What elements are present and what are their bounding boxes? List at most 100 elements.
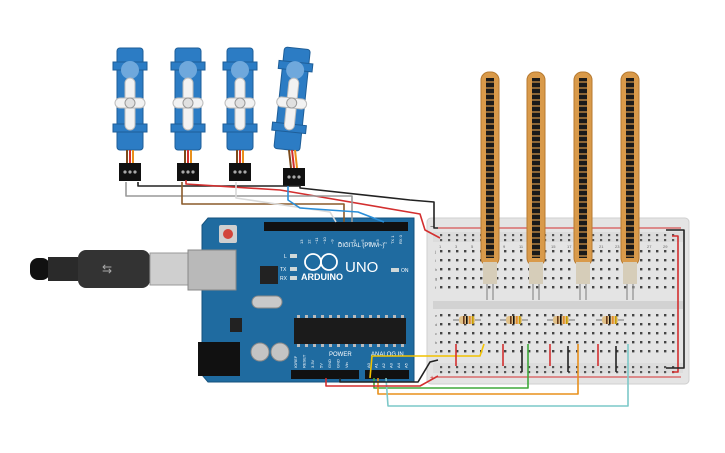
rail-hole[interactable] bbox=[536, 366, 539, 369]
wire-servo-4-signal[interactable] bbox=[287, 186, 385, 223]
breadboard-hole[interactable] bbox=[464, 259, 467, 262]
breadboard-hole[interactable] bbox=[488, 332, 491, 335]
breadboard-hole[interactable] bbox=[600, 314, 603, 317]
rail-hole[interactable] bbox=[456, 366, 459, 369]
breadboard-hole[interactable] bbox=[504, 332, 507, 335]
rail-hole[interactable] bbox=[640, 366, 643, 369]
breadboard-hole[interactable] bbox=[448, 259, 451, 262]
rail-hole[interactable] bbox=[480, 371, 483, 374]
breadboard-hole[interactable] bbox=[664, 268, 667, 271]
breadboard-hole[interactable] bbox=[640, 250, 643, 253]
breadboard-hole[interactable] bbox=[592, 259, 595, 262]
breadboard-hole[interactable] bbox=[656, 268, 659, 271]
breadboard-hole[interactable] bbox=[464, 250, 467, 253]
rail-hole[interactable] bbox=[632, 366, 635, 369]
breadboard-hole[interactable] bbox=[608, 286, 611, 289]
breadboard-hole[interactable] bbox=[656, 332, 659, 335]
breadboard-hole[interactable] bbox=[672, 332, 675, 335]
rail-hole[interactable] bbox=[656, 366, 659, 369]
breadboard-hole[interactable] bbox=[608, 350, 611, 353]
rail-hole[interactable] bbox=[552, 366, 555, 369]
breadboard-hole[interactable] bbox=[464, 332, 467, 335]
breadboard-hole[interactable] bbox=[616, 314, 619, 317]
breadboard-hole[interactable] bbox=[608, 323, 611, 326]
servo-motor[interactable] bbox=[112, 47, 148, 181]
rail-hole[interactable] bbox=[504, 371, 507, 374]
rail-hole[interactable] bbox=[448, 366, 451, 369]
breadboard-hole[interactable] bbox=[448, 323, 451, 326]
rail-hole[interactable] bbox=[560, 239, 563, 242]
breadboard-hole[interactable] bbox=[656, 259, 659, 262]
breadboard-hole[interactable] bbox=[528, 341, 531, 344]
breadboard-hole[interactable] bbox=[440, 332, 443, 335]
breadboard-hole[interactable] bbox=[520, 268, 523, 271]
breadboard-hole[interactable] bbox=[552, 268, 555, 271]
breadboard-hole[interactable] bbox=[440, 277, 443, 280]
breadboard-hole[interactable] bbox=[448, 286, 451, 289]
breadboard-hole[interactable] bbox=[504, 277, 507, 280]
breadboard-hole[interactable] bbox=[496, 314, 499, 317]
breadboard-hole[interactable] bbox=[440, 350, 443, 353]
breadboard-hole[interactable] bbox=[616, 250, 619, 253]
breadboard-hole[interactable] bbox=[536, 350, 539, 353]
rail-hole[interactable] bbox=[440, 234, 443, 237]
rail-hole[interactable] bbox=[520, 234, 523, 237]
breadboard-hole[interactable] bbox=[592, 250, 595, 253]
breadboard-hole[interactable] bbox=[608, 277, 611, 280]
breadboard-hole[interactable] bbox=[488, 350, 491, 353]
breadboard-hole[interactable] bbox=[672, 323, 675, 326]
breadboard-hole[interactable] bbox=[472, 268, 475, 271]
rail-hole[interactable] bbox=[464, 366, 467, 369]
breadboard-hole[interactable] bbox=[456, 250, 459, 253]
breadboard-hole[interactable] bbox=[584, 332, 587, 335]
breadboard-hole[interactable] bbox=[632, 314, 635, 317]
breadboard-hole[interactable] bbox=[568, 268, 571, 271]
breadboard-hole[interactable] bbox=[520, 277, 523, 280]
breadboard-hole[interactable] bbox=[568, 314, 571, 317]
rail-hole[interactable] bbox=[592, 239, 595, 242]
breadboard-hole[interactable] bbox=[456, 323, 459, 326]
breadboard-hole[interactable] bbox=[640, 323, 643, 326]
servo-motor[interactable] bbox=[170, 47, 206, 181]
breadboard-hole[interactable] bbox=[600, 268, 603, 271]
wire-analog-a0[interactable] bbox=[369, 343, 485, 379]
breadboard-hole[interactable] bbox=[496, 277, 499, 280]
breadboard-hole[interactable] bbox=[504, 268, 507, 271]
breadboard-hole[interactable] bbox=[568, 277, 571, 280]
breadboard-hole[interactable] bbox=[456, 350, 459, 353]
rail-hole[interactable] bbox=[480, 366, 483, 369]
breadboard-hole[interactable] bbox=[552, 259, 555, 262]
rail-hole[interactable] bbox=[512, 234, 515, 237]
breadboard-hole[interactable] bbox=[512, 341, 515, 344]
rail-hole[interactable] bbox=[536, 371, 539, 374]
rail-hole[interactable] bbox=[552, 234, 555, 237]
rail-hole[interactable] bbox=[472, 239, 475, 242]
rail-hole[interactable] bbox=[528, 366, 531, 369]
breadboard-hole[interactable] bbox=[464, 286, 467, 289]
breadboard-hole[interactable] bbox=[672, 350, 675, 353]
breadboard-hole[interactable] bbox=[560, 314, 563, 317]
rail-hole[interactable] bbox=[664, 371, 667, 374]
breadboard-hole[interactable] bbox=[536, 323, 539, 326]
breadboard-hole[interactable] bbox=[512, 250, 515, 253]
breadboard-hole[interactable] bbox=[472, 259, 475, 262]
wire-servo-3-signal[interactable] bbox=[235, 182, 337, 223]
breadboard-hole[interactable] bbox=[600, 332, 603, 335]
breadboard-hole[interactable] bbox=[448, 277, 451, 280]
rail-hole[interactable] bbox=[560, 371, 563, 374]
breadboard-hole[interactable] bbox=[456, 259, 459, 262]
rail-hole[interactable] bbox=[440, 371, 443, 374]
breadboard-hole[interactable] bbox=[616, 277, 619, 280]
breadboard-hole[interactable] bbox=[624, 286, 627, 289]
breadboard-hole[interactable] bbox=[472, 332, 475, 335]
breadboard-hole[interactable] bbox=[592, 332, 595, 335]
wire-gnd-to-rail[interactable] bbox=[339, 359, 439, 383]
rail-hole[interactable] bbox=[512, 366, 515, 369]
breadboard-hole[interactable] bbox=[664, 314, 667, 317]
breadboard-hole[interactable] bbox=[648, 277, 651, 280]
breadboard-hole[interactable] bbox=[592, 286, 595, 289]
breadboard-hole[interactable] bbox=[544, 314, 547, 317]
breadboard-hole[interactable] bbox=[600, 323, 603, 326]
breadboard-hole[interactable] bbox=[480, 323, 483, 326]
rail-hole[interactable] bbox=[656, 239, 659, 242]
